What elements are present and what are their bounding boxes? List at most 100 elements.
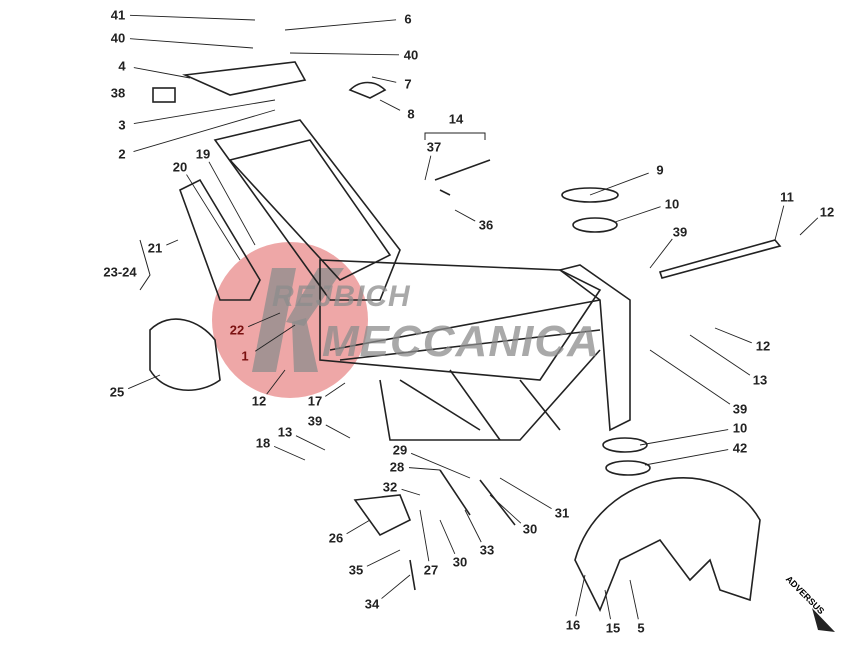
callout-9[interactable]: 9 bbox=[656, 162, 664, 178]
leader-line bbox=[186, 174, 241, 261]
leader-line bbox=[439, 519, 456, 555]
leader-line bbox=[649, 238, 673, 269]
leader-line bbox=[714, 327, 752, 344]
callout-33[interactable]: 33 bbox=[479, 542, 495, 558]
callout-16[interactable]: 16 bbox=[565, 617, 581, 633]
callout-37[interactable]: 37 bbox=[426, 139, 442, 155]
leader-line bbox=[489, 494, 522, 524]
leader-line bbox=[289, 52, 400, 56]
callout-34[interactable]: 34 bbox=[364, 596, 380, 612]
watermark-line2: MECCANICA bbox=[322, 317, 600, 366]
leader-line bbox=[346, 519, 371, 535]
leader-line bbox=[799, 217, 819, 236]
leader-line bbox=[208, 161, 256, 246]
callout-22[interactable]: 22 bbox=[229, 322, 245, 338]
callout-30[interactable]: 30 bbox=[452, 554, 468, 570]
bracket-lines bbox=[139, 132, 486, 291]
leader-line bbox=[166, 239, 179, 246]
leader-line bbox=[366, 549, 401, 567]
callout-11[interactable]: 11 bbox=[780, 189, 794, 205]
callout-35[interactable]: 35 bbox=[348, 562, 364, 578]
callout-30[interactable]: 30 bbox=[522, 521, 538, 537]
callout-20[interactable]: 20 bbox=[172, 159, 188, 175]
leader-line bbox=[454, 209, 476, 222]
callout-8[interactable]: 8 bbox=[407, 106, 415, 122]
callout-28[interactable]: 28 bbox=[389, 459, 405, 475]
callout-12[interactable]: 12 bbox=[755, 338, 771, 354]
callout-39[interactable]: 39 bbox=[672, 224, 688, 240]
callout-6[interactable]: 6 bbox=[404, 11, 412, 27]
callout-25[interactable]: 25 bbox=[109, 384, 125, 400]
leader-line bbox=[371, 76, 397, 83]
leader-line bbox=[589, 172, 649, 196]
leader-line bbox=[464, 509, 482, 543]
callout-19[interactable]: 19 bbox=[195, 146, 211, 162]
leader-line bbox=[379, 99, 401, 111]
callout-40[interactable]: 40 bbox=[403, 47, 419, 63]
leader-line bbox=[629, 579, 639, 620]
leader-line bbox=[381, 574, 411, 599]
leader-line bbox=[649, 349, 731, 405]
leader-line bbox=[254, 324, 296, 352]
callout-13[interactable]: 13 bbox=[752, 372, 768, 388]
leader-line bbox=[419, 509, 430, 562]
callout-36[interactable]: 36 bbox=[478, 217, 494, 233]
callout-31[interactable]: 31 bbox=[554, 505, 570, 521]
leader-line bbox=[133, 67, 191, 79]
callout-17[interactable]: 17 bbox=[307, 393, 323, 409]
callout-4[interactable]: 4 bbox=[118, 58, 126, 74]
callout-10[interactable]: 10 bbox=[732, 420, 748, 436]
callout-5[interactable]: 5 bbox=[637, 620, 645, 636]
leader-line bbox=[499, 477, 552, 509]
callout-12[interactable]: 12 bbox=[251, 393, 267, 409]
callout-42[interactable]: 42 bbox=[732, 440, 748, 456]
callout-3[interactable]: 3 bbox=[118, 117, 126, 133]
callout-15[interactable]: 15 bbox=[605, 620, 621, 636]
callout-41[interactable]: 41 bbox=[110, 7, 126, 23]
callout-1[interactable]: 1 bbox=[241, 348, 249, 364]
frame-drawing bbox=[149, 61, 782, 612]
leader-line bbox=[774, 205, 785, 241]
leader-line bbox=[614, 206, 661, 223]
leader-lines bbox=[127, 14, 819, 620]
callout-10[interactable]: 10 bbox=[664, 196, 680, 212]
leader-line bbox=[604, 589, 611, 620]
leader-line bbox=[325, 424, 351, 439]
callout-13[interactable]: 13 bbox=[277, 424, 293, 440]
leader-line bbox=[127, 374, 161, 390]
leader-line bbox=[129, 38, 254, 49]
leader-line bbox=[408, 467, 441, 471]
callout-21[interactable]: 21 bbox=[147, 240, 163, 256]
leader-line bbox=[273, 445, 306, 461]
callout-2[interactable]: 2 bbox=[118, 146, 126, 162]
leader-line bbox=[639, 429, 729, 446]
leader-line bbox=[424, 155, 432, 181]
leader-line bbox=[266, 369, 286, 395]
callout-23-24[interactable]: 23-24 bbox=[103, 264, 137, 280]
callout-26[interactable]: 26 bbox=[328, 530, 344, 546]
callout-38[interactable]: 38 bbox=[110, 85, 126, 101]
callout-29[interactable]: 29 bbox=[392, 442, 408, 458]
direction-arrow bbox=[812, 608, 835, 632]
leader-line bbox=[644, 449, 729, 466]
callout-18[interactable]: 18 bbox=[255, 435, 271, 451]
leader-line bbox=[133, 99, 276, 124]
callout-7[interactable]: 7 bbox=[404, 76, 412, 92]
callout-32[interactable]: 32 bbox=[382, 479, 398, 495]
leader-line bbox=[129, 14, 256, 21]
callout-39[interactable]: 39 bbox=[307, 413, 323, 429]
callout-40[interactable]: 40 bbox=[110, 30, 126, 46]
watermark-line1: REJBICH bbox=[272, 280, 411, 313]
leader-line bbox=[401, 488, 421, 496]
callout-27[interactable]: 27 bbox=[423, 562, 439, 578]
callout-14[interactable]: 14 bbox=[448, 111, 464, 127]
callout-12[interactable]: 12 bbox=[819, 204, 835, 220]
callout-39[interactable]: 39 bbox=[732, 401, 748, 417]
leader-line bbox=[295, 435, 326, 451]
leader-line bbox=[133, 109, 276, 152]
leader-line bbox=[284, 19, 397, 31]
leader-line bbox=[575, 574, 586, 617]
leader-line bbox=[247, 312, 281, 328]
